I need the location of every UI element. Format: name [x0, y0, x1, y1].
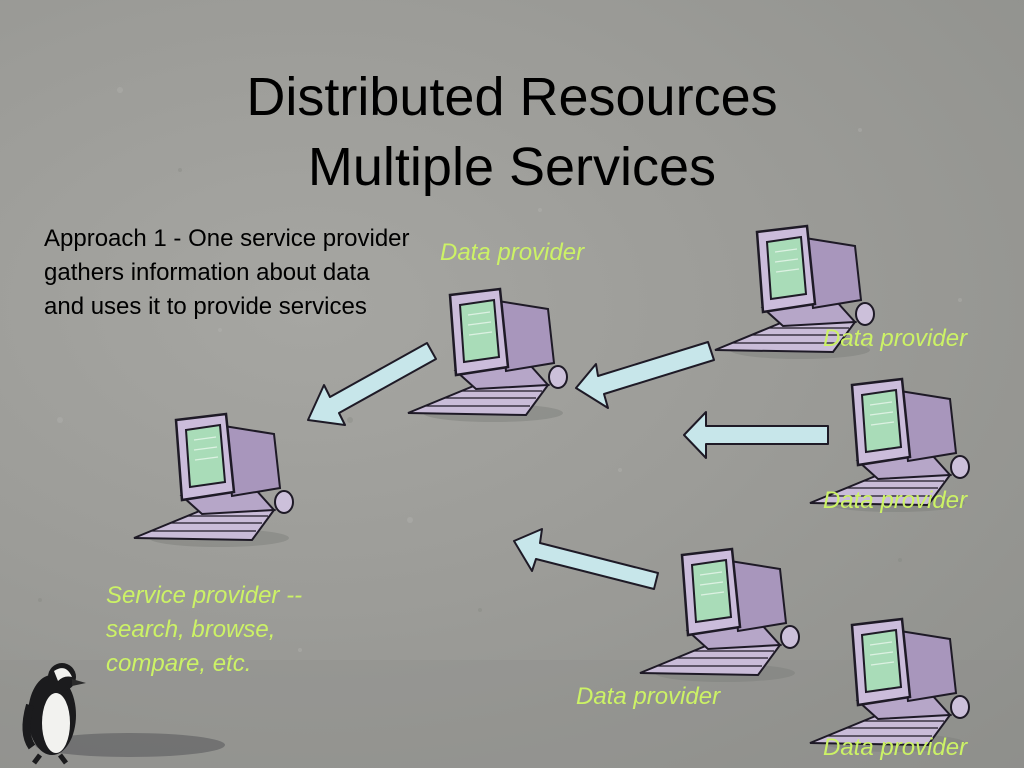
title-line-1: Distributed Resources [246, 67, 778, 127]
title-line-2: Multiple Services [307, 137, 717, 197]
data-provider-label-4: Data provider [576, 683, 721, 710]
service-label-line-1: Service provider -- [106, 582, 303, 609]
arrow-icon-provider-3 [513, 528, 659, 590]
arrow-icon-provider-2 [683, 411, 829, 459]
data-provider-label-1: Data provider [440, 239, 585, 266]
service-label-line-3: compare, etc. [106, 650, 252, 677]
service-provider-label: Service provider -- search, browse, comp… [106, 579, 366, 681]
computer-icon-service-provider [132, 412, 295, 549]
arrow-icon-to-service-provider [307, 342, 437, 426]
penguin-icon [22, 663, 225, 765]
data-provider-label-5: Data provider [823, 734, 968, 761]
slide-title: Distributed Resources Multiple Services [0, 62, 1024, 202]
arrow-icon-provider-1-to-gatherer [575, 341, 715, 409]
data-provider-label-2: Data provider [823, 325, 968, 352]
approach-description: Approach 1 - One service provider gather… [44, 225, 410, 320]
service-label-line-2: search, browse, [106, 616, 276, 643]
data-provider-label-3: Data provider [823, 487, 968, 514]
